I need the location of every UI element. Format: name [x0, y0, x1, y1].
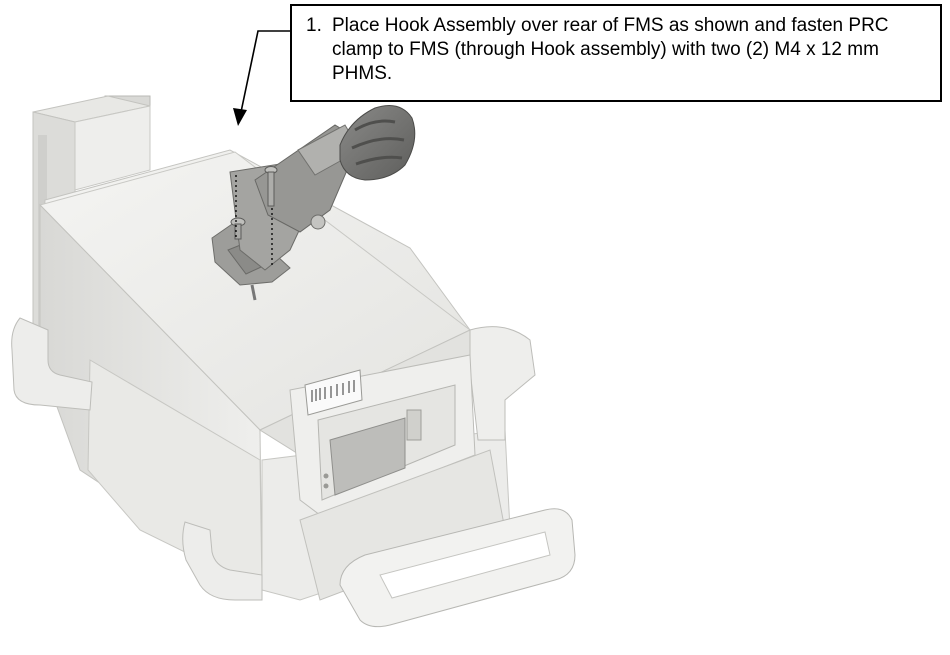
prc-clamp: [229, 105, 416, 271]
leader-arrow: [233, 30, 290, 126]
instruction-text: Place Hook Assembly over rear of FMS as …: [332, 15, 889, 84]
handle: [339, 508, 576, 628]
instruction-callout: 1. Place Hook Assembly over rear of FMS …: [290, 4, 942, 102]
alignment-guide: [235, 175, 273, 268]
label: [304, 369, 363, 416]
step-number: 1.: [306, 15, 322, 36]
fms-housing: [11, 95, 536, 601]
screw: [230, 217, 246, 240]
screw: [264, 166, 278, 207]
